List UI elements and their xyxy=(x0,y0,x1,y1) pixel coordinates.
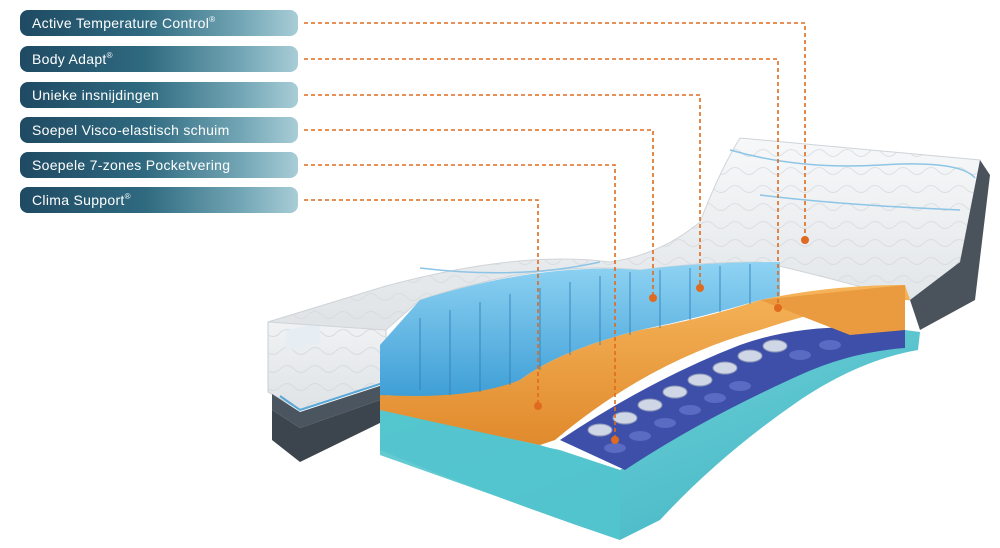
endpoint-dot xyxy=(534,402,542,410)
label-active-temperature-control: Active Temperature Control® xyxy=(20,10,298,36)
leader-line-3 xyxy=(304,94,701,288)
label-clima-support: Clima Support® xyxy=(20,187,298,213)
label-text: Active Temperature Control xyxy=(32,15,210,31)
leader-line-1 xyxy=(304,22,806,240)
label-pocketvering: Soepele 7-zones Pocketvering xyxy=(20,152,298,178)
leader-endpoints xyxy=(534,236,809,444)
label-body-adapt: Body Adapt® xyxy=(20,46,298,72)
mattress-right-end xyxy=(910,160,990,330)
endpoint-dot xyxy=(611,436,619,444)
label-text: Soepel Visco-elastisch schuim xyxy=(32,122,230,138)
label-text: Body Adapt xyxy=(32,51,107,67)
pocket-springs xyxy=(560,327,905,470)
endpoint-dot xyxy=(801,236,809,244)
leader-lines xyxy=(304,22,806,440)
registered-mark: ® xyxy=(124,192,131,201)
leader-line-2 xyxy=(304,58,779,308)
brand-label-icon xyxy=(286,322,320,351)
blue-visco-foam xyxy=(380,262,780,396)
registered-mark: ® xyxy=(209,15,216,24)
leader-line-5 xyxy=(304,164,616,440)
endpoint-dot xyxy=(696,284,704,292)
registered-mark: ® xyxy=(106,51,113,60)
label-text: Unieke insnijdingen xyxy=(32,87,160,103)
endpoint-dot xyxy=(774,304,782,312)
feature-labels: Active Temperature Control® Body Adapt® … xyxy=(0,0,310,220)
label-text: Soepele 7-zones Pocketvering xyxy=(32,157,231,173)
label-visco-elastisch-schuim: Soepel Visco-elastisch schuim xyxy=(20,117,298,143)
endpoint-dot xyxy=(649,294,657,302)
leader-line-6 xyxy=(304,199,539,406)
label-text: Clima Support xyxy=(32,192,125,208)
label-unieke-insnijdingen: Unieke insnijdingen xyxy=(20,82,298,108)
orange-support-layer xyxy=(380,285,910,445)
